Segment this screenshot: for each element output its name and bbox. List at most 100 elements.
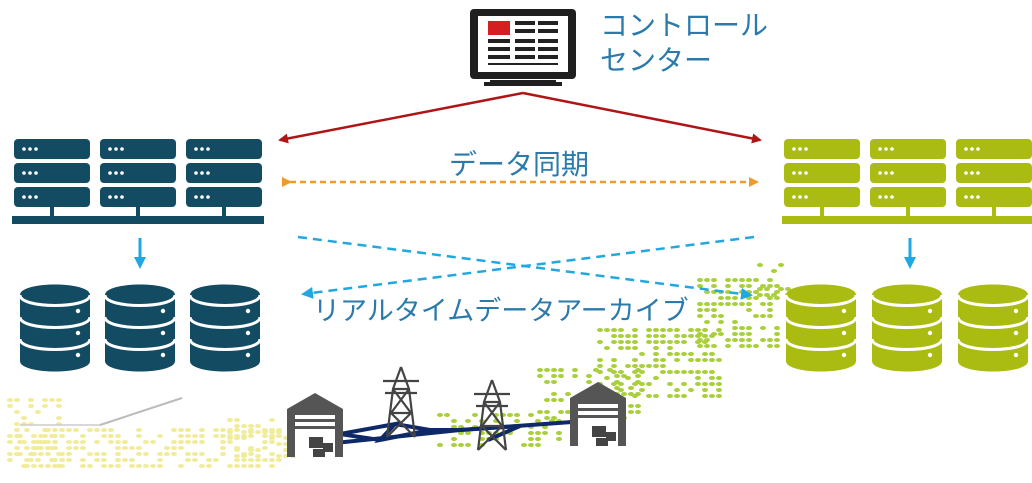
map-dot: [115, 440, 121, 444]
map-dot: [150, 464, 156, 468]
map-dot: [227, 436, 233, 440]
map-dot: [771, 269, 777, 273]
map-dot: [465, 431, 471, 435]
map-dot: [35, 458, 41, 462]
map-dot: [157, 452, 163, 456]
map-dot: [269, 452, 275, 456]
map-dot: [746, 338, 752, 342]
map-dot: [164, 446, 170, 450]
map-dot: [31, 434, 37, 438]
map-dot: [38, 440, 44, 444]
map-dot: [262, 430, 268, 434]
map-dot: [674, 370, 680, 374]
map-dot: [681, 370, 687, 374]
map-dot: [136, 464, 142, 468]
map-dot: [681, 334, 687, 338]
map-dot: [192, 452, 198, 456]
map-dot: [80, 446, 86, 450]
map-dot: [760, 314, 766, 318]
map-dot: [31, 464, 37, 468]
map-dot: [716, 394, 722, 398]
map-dot: [618, 328, 624, 332]
map-dot: [618, 334, 624, 338]
map-dot: [718, 296, 724, 300]
map-dot: [14, 422, 20, 426]
map-dot: [558, 374, 564, 378]
archive-link-cross-2: [301, 235, 755, 299]
map-dot: [115, 464, 121, 468]
server-rack-icon: [956, 139, 1032, 217]
map-dot: [695, 328, 701, 332]
map-dot: [171, 428, 177, 432]
map-dot: [17, 434, 23, 438]
map-dot: [702, 352, 708, 356]
map-dot: [618, 370, 624, 374]
map-dot: [213, 434, 219, 438]
map-dot: [42, 404, 48, 408]
map-dot: [688, 370, 694, 374]
map-dot: [711, 278, 717, 282]
map-dot: [667, 340, 673, 344]
map-dot: [14, 446, 20, 450]
map-dot: [760, 326, 766, 330]
map-dot: [241, 464, 247, 468]
map-dot: [241, 436, 247, 440]
map-outline-line: [99, 397, 183, 426]
map-dot: [632, 346, 638, 350]
map-dot: [535, 443, 541, 447]
map-dot: [542, 431, 548, 435]
map-dot: [774, 290, 780, 294]
map-dot: [59, 452, 65, 456]
map-dot: [697, 278, 703, 282]
control-center-label: コントロール センター: [600, 8, 768, 78]
map-dot: [702, 394, 708, 398]
map-dot: [611, 340, 617, 344]
map-dot: [255, 430, 261, 434]
map-dot: [764, 293, 770, 297]
map-dot: [746, 332, 752, 336]
map-dot: [444, 413, 450, 417]
map-dot: [646, 328, 652, 332]
map-dot: [681, 394, 687, 398]
map-dot: [192, 434, 198, 438]
map-dot: [269, 440, 275, 444]
map-dot: [674, 394, 680, 398]
map-dot: [704, 290, 710, 294]
map-dot: [45, 464, 51, 468]
map-dot: [774, 326, 780, 330]
map-dot: [178, 440, 184, 444]
map-dot: [667, 394, 673, 398]
database-icon: [956, 283, 1030, 373]
map-dot: [56, 398, 62, 402]
map-dot: [558, 398, 564, 402]
map-dot: [262, 434, 268, 438]
map-dot: [732, 332, 738, 336]
map-dot: [767, 314, 773, 318]
map-dot: [697, 344, 703, 348]
map-dot: [220, 428, 226, 432]
map-dot: [276, 430, 282, 434]
map-dot: [7, 452, 13, 456]
map-dot: [38, 452, 44, 456]
map-dot: [597, 358, 603, 362]
map-dot: [716, 382, 722, 386]
map-dot: [739, 278, 745, 282]
server-rack-icon: [186, 139, 262, 217]
map-dot: [35, 410, 41, 414]
map-dot: [688, 352, 694, 356]
right-server-rack: [782, 139, 1032, 224]
map-dot: [653, 358, 659, 362]
map-dot: [611, 382, 617, 386]
map-dot: [122, 440, 128, 444]
map-dot: [185, 428, 191, 432]
map-dot: [59, 428, 65, 432]
map-dot: [653, 346, 659, 350]
map-dot: [739, 302, 745, 306]
map-dot: [234, 464, 240, 468]
map-dot: [746, 326, 752, 330]
map-dot: [767, 344, 773, 348]
map-dot: [178, 464, 184, 468]
map-dot: [227, 418, 233, 422]
server-rack-icon: [784, 139, 860, 217]
map-dot: [220, 434, 226, 438]
